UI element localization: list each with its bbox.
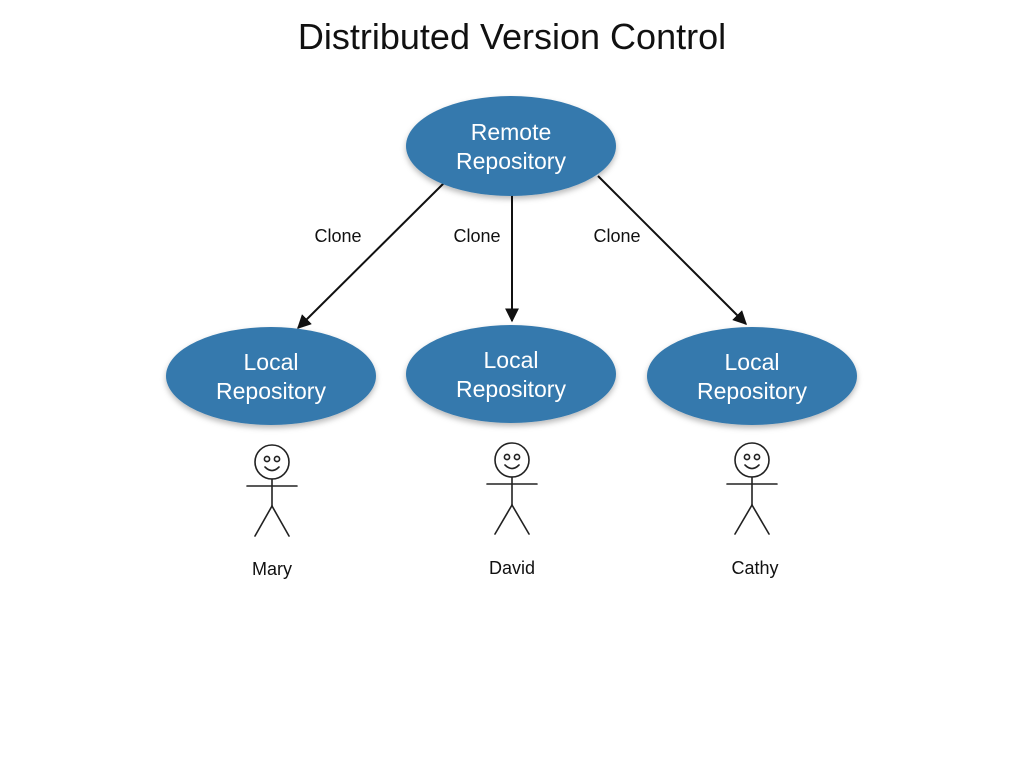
diagram-title: Distributed Version Control — [298, 16, 726, 57]
stick-figure-icon — [486, 442, 538, 535]
edge-remote-to-local-right — [597, 175, 747, 325]
node-remote-repository: Remote Repository — [406, 96, 616, 196]
node-local-repository-left: Local Repository — [166, 327, 376, 425]
node-local-left-label-line1: Local — [244, 349, 299, 375]
node-local-left-label-line2: Repository — [216, 378, 326, 404]
node-local-repository-right: Local Repository — [647, 327, 857, 425]
node-local-right-label-line1: Local — [725, 349, 780, 375]
node-local-right-shape — [647, 327, 857, 425]
edge-remote-to-local-left — [297, 179, 448, 329]
person-name-cathy: Cathy — [731, 558, 778, 578]
node-local-left-shape — [166, 327, 376, 425]
edge-label-center: Clone — [453, 226, 500, 246]
node-remote-label-line1: Remote — [471, 119, 552, 145]
stick-figure-icon — [246, 444, 298, 537]
edge-label-right: Clone — [593, 226, 640, 246]
node-remote-shape — [406, 96, 616, 196]
node-local-center-shape — [406, 325, 616, 423]
person-name-mary: Mary — [252, 559, 292, 579]
stick-figure-icon — [726, 442, 778, 535]
node-local-center-label-line1: Local — [484, 347, 539, 373]
node-remote-label-line2: Repository — [456, 148, 566, 174]
person-name-david: David — [489, 558, 535, 578]
node-local-right-label-line2: Repository — [697, 378, 807, 404]
node-local-center-label-line2: Repository — [456, 376, 566, 402]
edge-label-left: Clone — [314, 226, 361, 246]
node-local-repository-center: Local Repository — [406, 325, 616, 423]
